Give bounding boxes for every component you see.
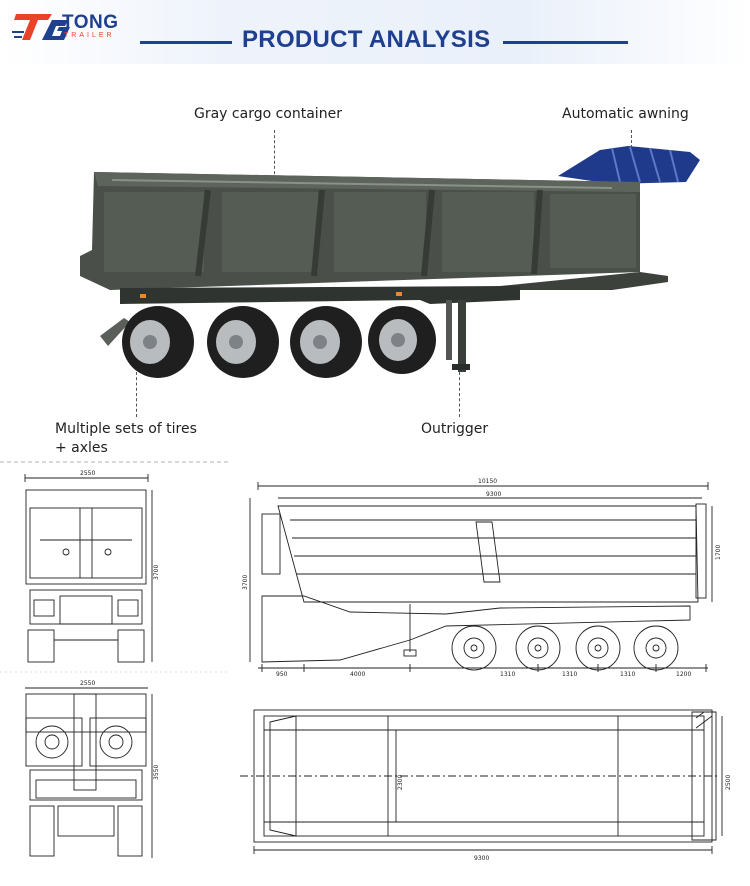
top-length-dim: 9300 bbox=[474, 855, 489, 862]
brand-subtitle: TRAILER bbox=[64, 32, 115, 39]
side-total-height-dim: 3700 bbox=[242, 575, 249, 590]
rear-height-dim: 3700 bbox=[153, 565, 160, 580]
logo-mark-icon bbox=[12, 14, 70, 40]
wheel-4-icon bbox=[368, 306, 436, 374]
leader-awning bbox=[631, 130, 632, 148]
title-rule-left bbox=[140, 41, 232, 44]
page-title: PRODUCT ANALYSIS bbox=[242, 26, 491, 53]
rear-width-dim: 2550 bbox=[80, 470, 95, 477]
rear-view-drawing bbox=[24, 474, 153, 663]
header-band bbox=[0, 0, 750, 64]
callout-tires-label-2: + axles bbox=[55, 440, 108, 456]
side-box-height-dim: 1700 bbox=[715, 545, 722, 560]
side-seg-2-dim: 4000 bbox=[350, 671, 365, 678]
chassis bbox=[100, 286, 520, 372]
side-seg-3-dim: 1310 bbox=[500, 671, 515, 678]
wheel-2-icon bbox=[207, 306, 279, 378]
callout-outrigger-label: Outrigger bbox=[421, 421, 489, 437]
side-seg-1-dim: 950 bbox=[276, 671, 288, 678]
side-seg-4-dim: 1310 bbox=[562, 671, 577, 678]
front-width-dim: 2550 bbox=[80, 680, 95, 687]
brand-logo bbox=[12, 10, 132, 44]
awning-icon bbox=[558, 146, 700, 184]
brand-name: TONG bbox=[62, 12, 119, 33]
top-inner-width-dim: 2300 bbox=[397, 775, 404, 790]
leader-tires bbox=[136, 372, 137, 417]
wheel-1-icon bbox=[122, 306, 194, 378]
front-height-dim: 3550 bbox=[153, 765, 160, 780]
top-view-drawing bbox=[240, 709, 723, 854]
side-view-drawing bbox=[249, 482, 713, 672]
title-rule-right bbox=[503, 41, 628, 44]
side-seg-6-dim: 1200 bbox=[676, 671, 691, 678]
side-box-length-dim: 9300 bbox=[486, 491, 501, 498]
cargo-container bbox=[80, 172, 668, 290]
side-seg-5-dim: 1310 bbox=[620, 671, 635, 678]
leader-container bbox=[274, 130, 275, 210]
wheel-3-icon bbox=[290, 306, 362, 378]
front-view-drawing bbox=[25, 687, 153, 858]
top-outer-width-dim: 2500 bbox=[725, 775, 732, 790]
wheel-set bbox=[122, 306, 436, 378]
callout-awning-label: Automatic awning bbox=[562, 106, 689, 122]
callout-tires-label: Multiple sets of tires bbox=[55, 421, 197, 437]
callout-container-label: Gray cargo container bbox=[194, 106, 342, 122]
side-total-length-dim: 10150 bbox=[478, 478, 497, 485]
leader-outrigger bbox=[459, 372, 460, 417]
